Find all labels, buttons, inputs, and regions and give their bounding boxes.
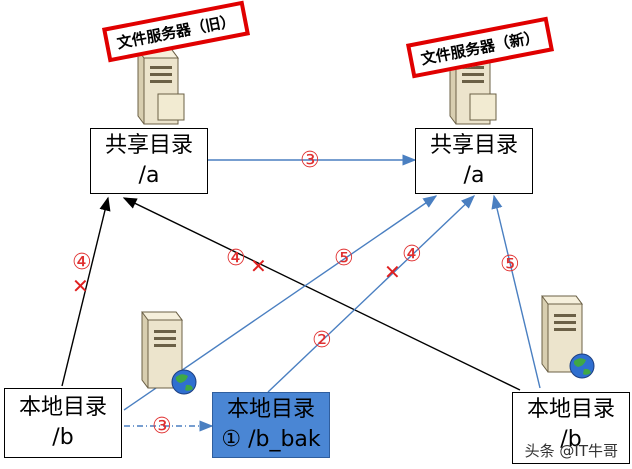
globe-icon bbox=[569, 353, 595, 379]
local-right-box: 本地目录 /b bbox=[512, 392, 630, 464]
local-right-path: /b bbox=[560, 427, 582, 452]
local-bak-title: 本地目录 bbox=[226, 397, 315, 422]
step-label-local-right-to-new: ⑤ bbox=[500, 252, 520, 277]
arrow-local-bak-to-new-share bbox=[267, 195, 476, 393]
step-label-bak-to-new-lower: ② bbox=[312, 328, 332, 353]
new-share-box: 共享目录 /a bbox=[415, 128, 533, 194]
new-share-title: 共享目录 bbox=[429, 133, 518, 158]
server-icon bbox=[137, 49, 185, 125]
local-left-title: 本地目录 bbox=[18, 395, 107, 420]
local-bak-box: 本地目录 ① /b_bak bbox=[212, 392, 330, 458]
server-icon bbox=[141, 311, 183, 389]
arrow-local-right-to-old-share bbox=[122, 197, 521, 391]
step-label-old-to-new: ③ bbox=[300, 148, 320, 173]
old-share-box: 共享目录 /a bbox=[90, 128, 208, 194]
cross-mark-right: ✕ bbox=[384, 260, 401, 284]
local-left-path: /b bbox=[52, 425, 74, 450]
old-share-title: 共享目录 bbox=[104, 133, 193, 158]
step-label-local-left-to-new: ⑤ bbox=[334, 246, 354, 271]
new-share-path: /a bbox=[463, 163, 485, 188]
cross-mark-left: ✕ bbox=[72, 274, 89, 298]
local-left-box: 本地目录 /b bbox=[4, 388, 122, 458]
globe-icon bbox=[171, 369, 197, 395]
step-label-dotted: ③ bbox=[152, 414, 172, 439]
arrow-local-right-to-new-share bbox=[491, 194, 541, 389]
step-label-local-left-to-old: ④ bbox=[72, 250, 92, 275]
old-share-path: /a bbox=[138, 163, 160, 188]
step-label-bak-to-new-upper: ④ bbox=[402, 242, 422, 267]
arrow-local-left-to-old-share bbox=[61, 196, 111, 387]
local-right-title: 本地目录 bbox=[526, 397, 615, 422]
watermark: 头条 @IT牛哥 bbox=[524, 442, 618, 460]
cross-mark-center: ✕ bbox=[250, 254, 267, 278]
local-bak-path: ① /b_bak bbox=[221, 427, 321, 452]
step-label-local-right-to-old: ④ bbox=[226, 246, 246, 271]
